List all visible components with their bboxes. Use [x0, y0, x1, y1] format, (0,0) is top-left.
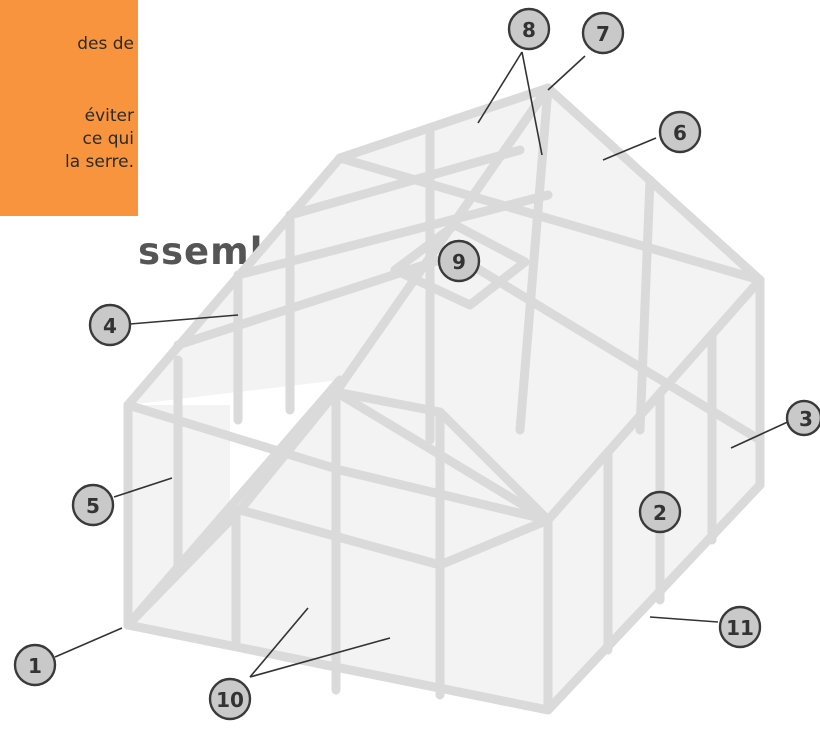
- callout-label: 11: [726, 616, 754, 640]
- roof-purlin: [285, 145, 525, 220]
- leader-11: [649, 616, 719, 623]
- leader-1: [54, 627, 123, 658]
- note-line: des de: [77, 34, 134, 54]
- callout-5: 5: [71, 483, 115, 527]
- callout-7: 7: [581, 11, 625, 55]
- callout-8: 8: [507, 7, 551, 51]
- roof-purlin: [233, 190, 553, 280]
- roof-vent-frame: [390, 220, 530, 310]
- callout-3: 3: [785, 399, 820, 437]
- callout-label: 4: [103, 314, 117, 338]
- eave-right: [543, 275, 765, 525]
- leader-5: [113, 477, 173, 498]
- callout-label: 3: [799, 407, 813, 431]
- callout-label: 8: [522, 18, 536, 42]
- roof-pane: [128, 88, 760, 520]
- callout-label: 7: [596, 22, 610, 46]
- callout-label: 5: [86, 494, 100, 518]
- callout-label: 2: [653, 501, 667, 525]
- roof-rafter: [635, 175, 655, 435]
- callout-4: 4: [88, 303, 132, 347]
- callout-label: 1: [28, 654, 42, 678]
- front-top-rail: [335, 465, 553, 525]
- leader-3: [730, 419, 793, 449]
- note-line: éviter: [84, 106, 134, 126]
- callout-9: 9: [437, 239, 481, 283]
- leader-10a: [249, 607, 309, 678]
- side-top-rail: [123, 400, 345, 475]
- callout-label: 9: [452, 250, 466, 274]
- ridge-beam: [335, 83, 553, 163]
- callout-2: 2: [638, 490, 682, 534]
- leader-6: [602, 137, 657, 161]
- roof-purlin: [173, 250, 460, 350]
- leader-7: [547, 55, 586, 91]
- callout-6: 6: [658, 110, 702, 154]
- roof-diagonal: [331, 387, 553, 525]
- leader-8a: [477, 51, 523, 124]
- roof-diagonal: [450, 250, 765, 445]
- note-line: la serre.: [64, 152, 134, 172]
- instruction-note-box: des de éviter ce qui la serre.: [0, 0, 138, 216]
- leader-10b: [249, 637, 391, 678]
- leader-lines: [54, 51, 793, 678]
- callout-11: 11: [718, 605, 762, 649]
- callout-label: 6: [673, 121, 687, 145]
- callout-10: 10: [208, 677, 252, 721]
- leader-8b: [521, 51, 543, 156]
- greenhouse-frame: [123, 83, 765, 715]
- note-line: ce qui: [82, 129, 135, 149]
- front-header: [435, 515, 553, 570]
- leader-4: [129, 314, 239, 325]
- door-header: [235, 505, 445, 570]
- roof-rafter: [515, 83, 553, 435]
- callout-label: 10: [216, 688, 244, 712]
- callout-1: 1: [13, 643, 57, 687]
